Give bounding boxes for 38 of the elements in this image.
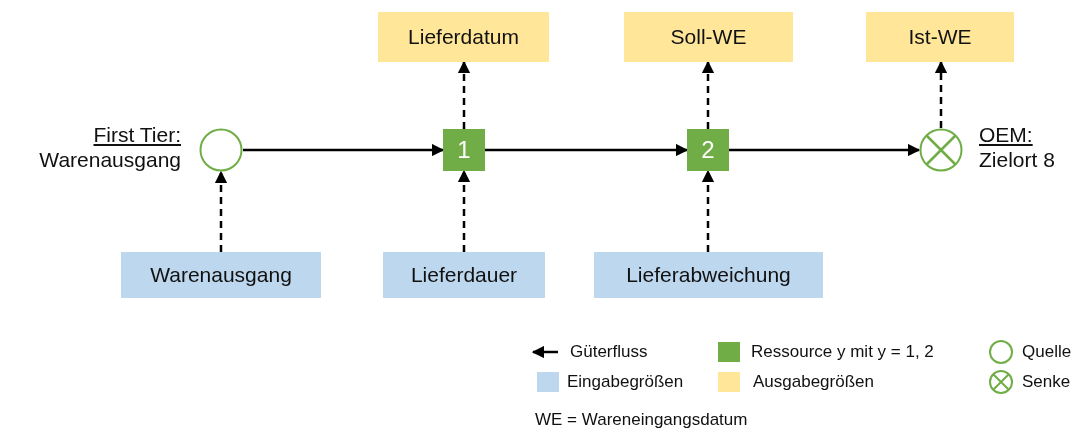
node-label: Lieferdauer bbox=[410, 263, 518, 287]
node-caption: First Tier: bbox=[93, 122, 181, 147]
node-label: Warenausgang bbox=[150, 263, 292, 287]
resource-box bbox=[687, 129, 729, 171]
node-label: Lieferdatum bbox=[408, 25, 519, 49]
input-box bbox=[383, 252, 545, 298]
output-box bbox=[866, 12, 1014, 62]
input-box bbox=[594, 252, 823, 298]
node-caption: Zielort 8 bbox=[979, 147, 1055, 172]
legend-label: Ressource y mit y = 1, 2 bbox=[751, 342, 934, 362]
arrow bbox=[243, 143, 445, 157]
node-label: Ist-WE bbox=[908, 25, 972, 49]
dashed-arrow bbox=[214, 170, 228, 252]
output-box bbox=[378, 12, 549, 62]
node-label: 2 bbox=[701, 136, 715, 164]
node-label: Lieferabweichung bbox=[626, 263, 791, 287]
legend-label: Ausgabegrößen bbox=[753, 372, 874, 392]
note-text: WE = Wareneingangsdatum bbox=[535, 410, 748, 430]
node-label: 1 bbox=[457, 136, 471, 164]
dashed-arrow bbox=[701, 169, 715, 252]
legend-label: Güterfluss bbox=[570, 342, 648, 362]
sink-circle bbox=[919, 128, 963, 172]
legend-label: Quelle bbox=[1022, 342, 1072, 362]
node-caption: OEM: bbox=[979, 122, 1033, 147]
node-label: Soll-WE bbox=[670, 25, 747, 49]
legend-label: Eingabegrößen bbox=[567, 372, 684, 392]
dashed-arrow bbox=[934, 60, 948, 128]
legend-label: Senke bbox=[1022, 372, 1071, 392]
dashed-arrow bbox=[457, 169, 471, 252]
arrow bbox=[729, 143, 921, 157]
node-caption: Warenausgang bbox=[39, 147, 181, 172]
arrow bbox=[485, 143, 689, 157]
dashed-arrow bbox=[457, 60, 471, 129]
input-box bbox=[121, 252, 321, 298]
output-box bbox=[624, 12, 793, 62]
source-circle bbox=[199, 128, 243, 172]
resource-box bbox=[443, 129, 485, 171]
dashed-arrow bbox=[701, 60, 715, 129]
